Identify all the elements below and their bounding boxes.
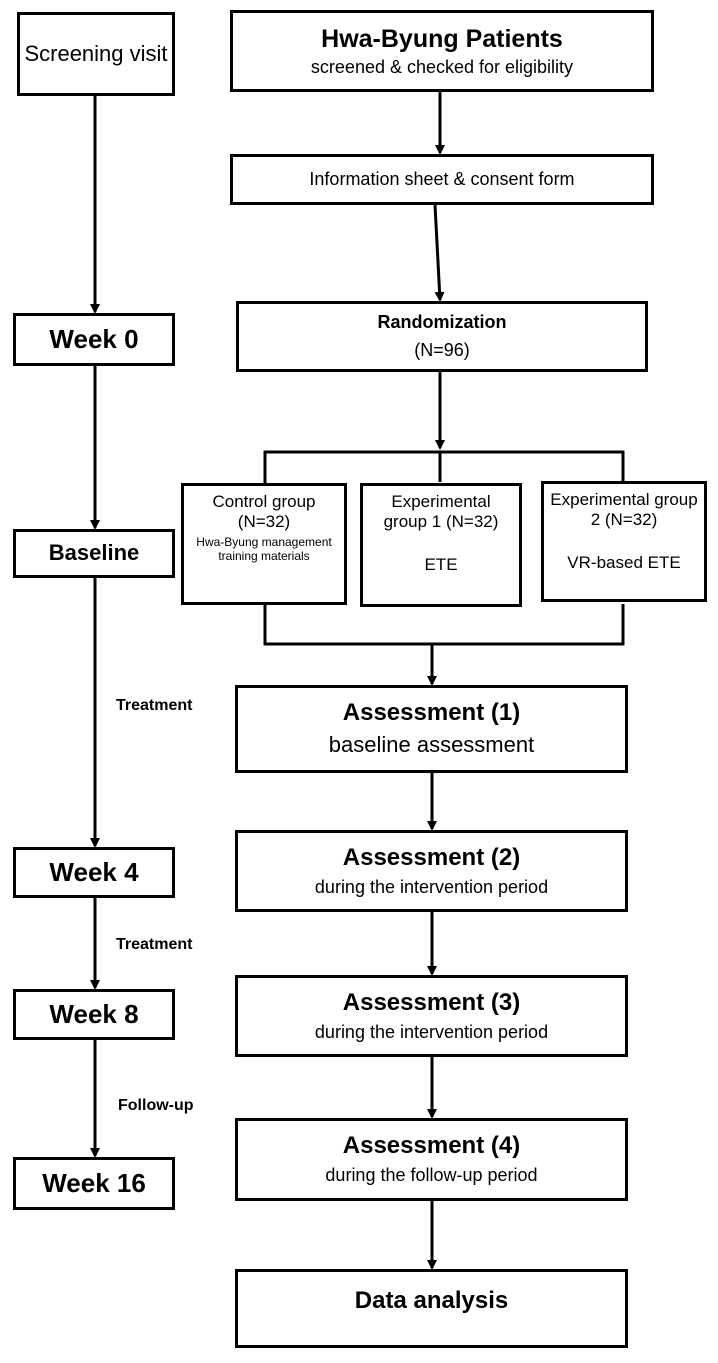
merge-bracket: [263, 604, 625, 646]
week8-label: Week 8: [49, 998, 139, 1029]
week16-box: Week 16: [13, 1157, 175, 1210]
assessment-2-box: Assessment (2) during the intervention p…: [235, 830, 628, 912]
patients-box: Hwa-Byung Patients screened & checked fo…: [230, 10, 654, 92]
assessment-1-box: Assessment (1) baseline assessment: [235, 685, 628, 773]
screening-visit-label: Screening visit: [24, 40, 168, 66]
screening-visit-box: Screening visit: [17, 12, 175, 96]
randomization-subtitle: (N=96): [414, 339, 470, 360]
week16-label: Week 16: [42, 1167, 146, 1198]
experimental-group-2-title: Experimental group 2 (N=32): [550, 490, 698, 530]
split-bracket: [263, 450, 625, 483]
assessment-1-subtitle: baseline assessment: [328, 732, 535, 758]
assessment-2-subtitle: during the intervention period: [314, 876, 549, 897]
treatment-label-1: Treatment: [116, 697, 193, 714]
patients-title: Hwa-Byung Patients: [321, 24, 563, 53]
week0-label: Week 0: [49, 323, 139, 354]
patients-subtitle: screened & checked for eligibility: [310, 56, 574, 77]
control-group-title: Control group (N=32): [212, 492, 316, 532]
assessment-3-subtitle: during the intervention period: [314, 1021, 549, 1042]
randomization-box: Randomization (N=96): [236, 301, 648, 372]
assessment-4-box: Assessment (4) during the follow-up peri…: [235, 1118, 628, 1201]
consent-box: Information sheet & consent form: [230, 154, 654, 205]
randomization-title: Randomization: [377, 311, 507, 332]
baseline-label: Baseline: [48, 540, 140, 566]
experimental-group-2-detail: VR-based ETE: [567, 552, 681, 572]
assessment-3-box: Assessment (3) during the intervention p…: [235, 975, 628, 1057]
assessment-4-subtitle: during the follow-up period: [325, 1165, 538, 1186]
data-analysis-box: Data analysis: [235, 1269, 628, 1348]
consent-label: Information sheet & consent form: [309, 168, 575, 189]
week4-box: Week 4: [13, 847, 175, 898]
assessment-1-title: Assessment (1): [342, 699, 521, 727]
week8-box: Week 8: [13, 989, 175, 1040]
assessment-2-title: Assessment (2): [342, 843, 521, 871]
experimental-group-1-box: Experimental group 1 (N=32) ETE: [360, 483, 522, 607]
week0-box: Week 0: [13, 313, 175, 366]
control-group-box: Control group (N=32) Hwa-Byung managemen…: [181, 483, 347, 605]
experimental-group-1-title: Experimental group 1 (N=32): [383, 492, 499, 532]
assessment-4-title: Assessment (4): [342, 1132, 521, 1160]
baseline-box: Baseline: [13, 529, 175, 578]
experimental-group-1-detail: ETE: [424, 554, 458, 574]
followup-label: Follow-up: [118, 1097, 194, 1114]
week4-label: Week 4: [49, 856, 139, 887]
arrow-consent-randomization: [433, 204, 445, 302]
control-group-detail: Hwa-Byung management training materials: [196, 534, 332, 564]
experimental-group-2-box: Experimental group 2 (N=32) VR-based ETE: [541, 481, 707, 602]
treatment-label-2: Treatment: [116, 936, 193, 953]
assessment-3-title: Assessment (3): [342, 988, 521, 1016]
data-analysis-label: Data analysis: [354, 1287, 509, 1315]
